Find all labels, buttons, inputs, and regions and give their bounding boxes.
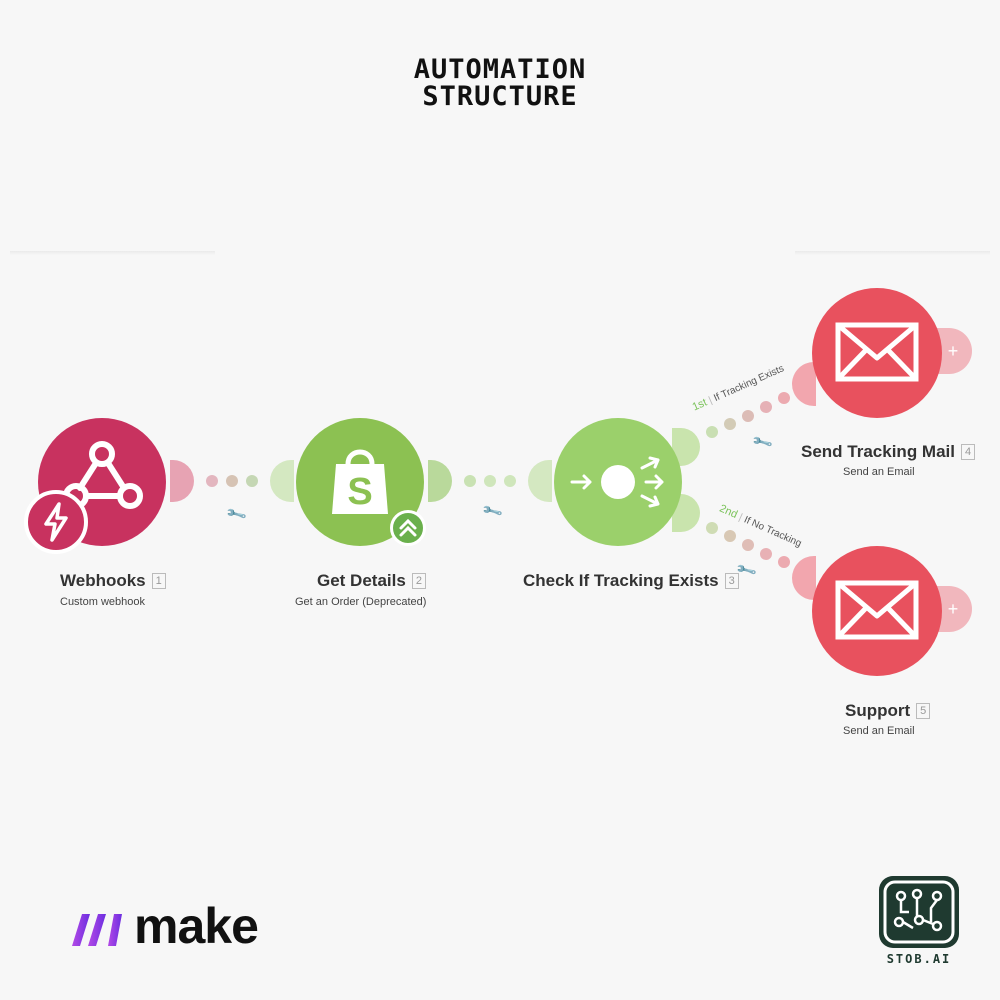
module-number: 5	[916, 703, 931, 719]
send-tracking-mail-subtitle: Send an Email	[843, 466, 915, 478]
deprecated-badge	[390, 510, 426, 546]
lightning-icon	[44, 502, 68, 542]
canvas-edge-left	[10, 251, 215, 255]
make-wordmark: make	[134, 898, 259, 954]
link-3-4[interactable]	[706, 392, 790, 438]
get-details-module[interactable]: S	[296, 418, 424, 546]
link-1-2[interactable]	[206, 475, 258, 487]
router-icon	[570, 456, 664, 508]
stob-logo-icon	[879, 876, 959, 948]
envelope-icon	[835, 322, 919, 382]
link-3-5[interactable]	[706, 522, 790, 568]
shopify-icon: S	[332, 449, 388, 514]
module-number: 2	[411, 573, 426, 589]
instant-trigger-badge	[24, 490, 88, 554]
title-line-2: STRUCTURE	[422, 81, 578, 112]
module-number: 1	[151, 573, 166, 589]
link-2-3[interactable]	[464, 475, 516, 487]
svg-text:S: S	[347, 471, 372, 513]
double-chevron-up-icon	[399, 518, 417, 537]
title-line-1: AUTOMATION	[413, 54, 587, 85]
canvas-edge-right	[795, 251, 990, 255]
router-module[interactable]	[554, 418, 682, 546]
support-module[interactable]	[812, 546, 942, 676]
module-number: 3	[724, 573, 739, 589]
webhooks-subtitle: Custom webhook	[60, 596, 145, 608]
envelope-icon	[835, 580, 919, 640]
support-subtitle: Send an Email	[843, 725, 915, 737]
stob-wordmark: STOB.AI	[886, 952, 952, 966]
get-details-subtitle: Get an Order (Deprecated)	[295, 596, 427, 608]
send-tracking-mail-module[interactable]	[812, 288, 942, 418]
module-number: 4	[961, 444, 976, 460]
make-logo-mark-icon	[72, 914, 122, 946]
